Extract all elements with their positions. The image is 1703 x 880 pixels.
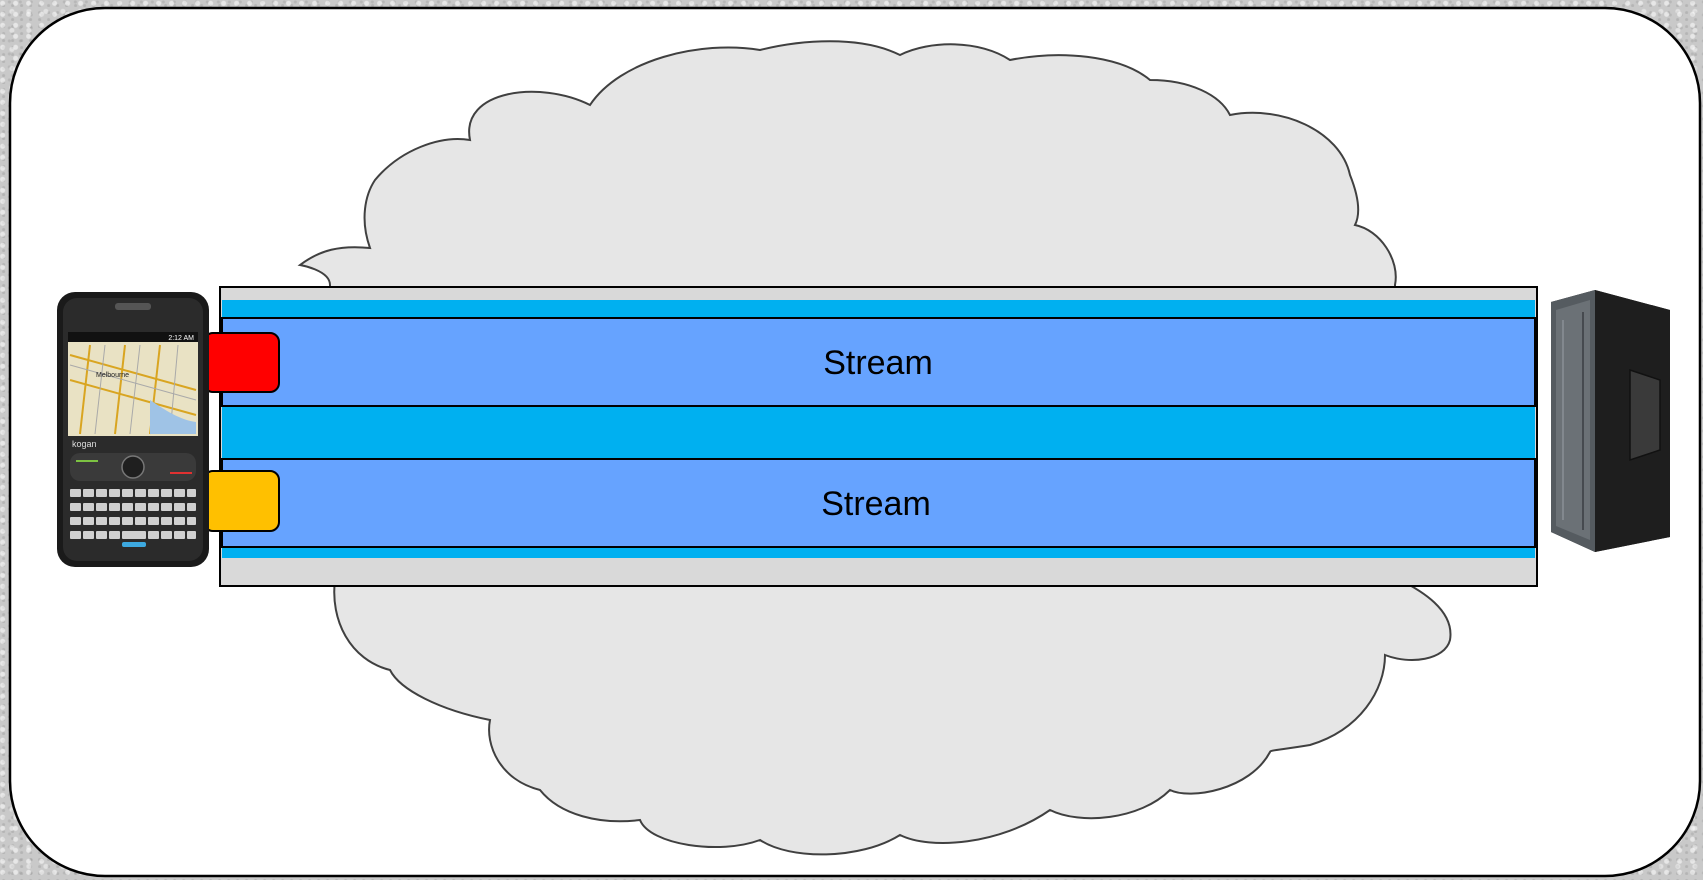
phone-map-label: Melbourne — [96, 372, 129, 379]
server-tower-icon — [1551, 290, 1670, 552]
phone-brand: kogan — [72, 439, 97, 449]
stream-2-marker — [203, 470, 280, 532]
stream-1-label: Stream — [823, 344, 933, 382]
smartphone-icon: 2:12 AM Melbourne kogan — [57, 292, 209, 567]
phone-status-time: 2:12 AM — [168, 335, 194, 342]
stream-2: Stream — [221, 458, 1536, 548]
stream-2-label: Stream — [821, 485, 931, 523]
stream-1-marker — [203, 332, 280, 393]
stream-2-bar — [221, 458, 1536, 548]
stream-1: Stream — [221, 317, 1536, 407]
stream-1-bar — [221, 317, 1536, 407]
